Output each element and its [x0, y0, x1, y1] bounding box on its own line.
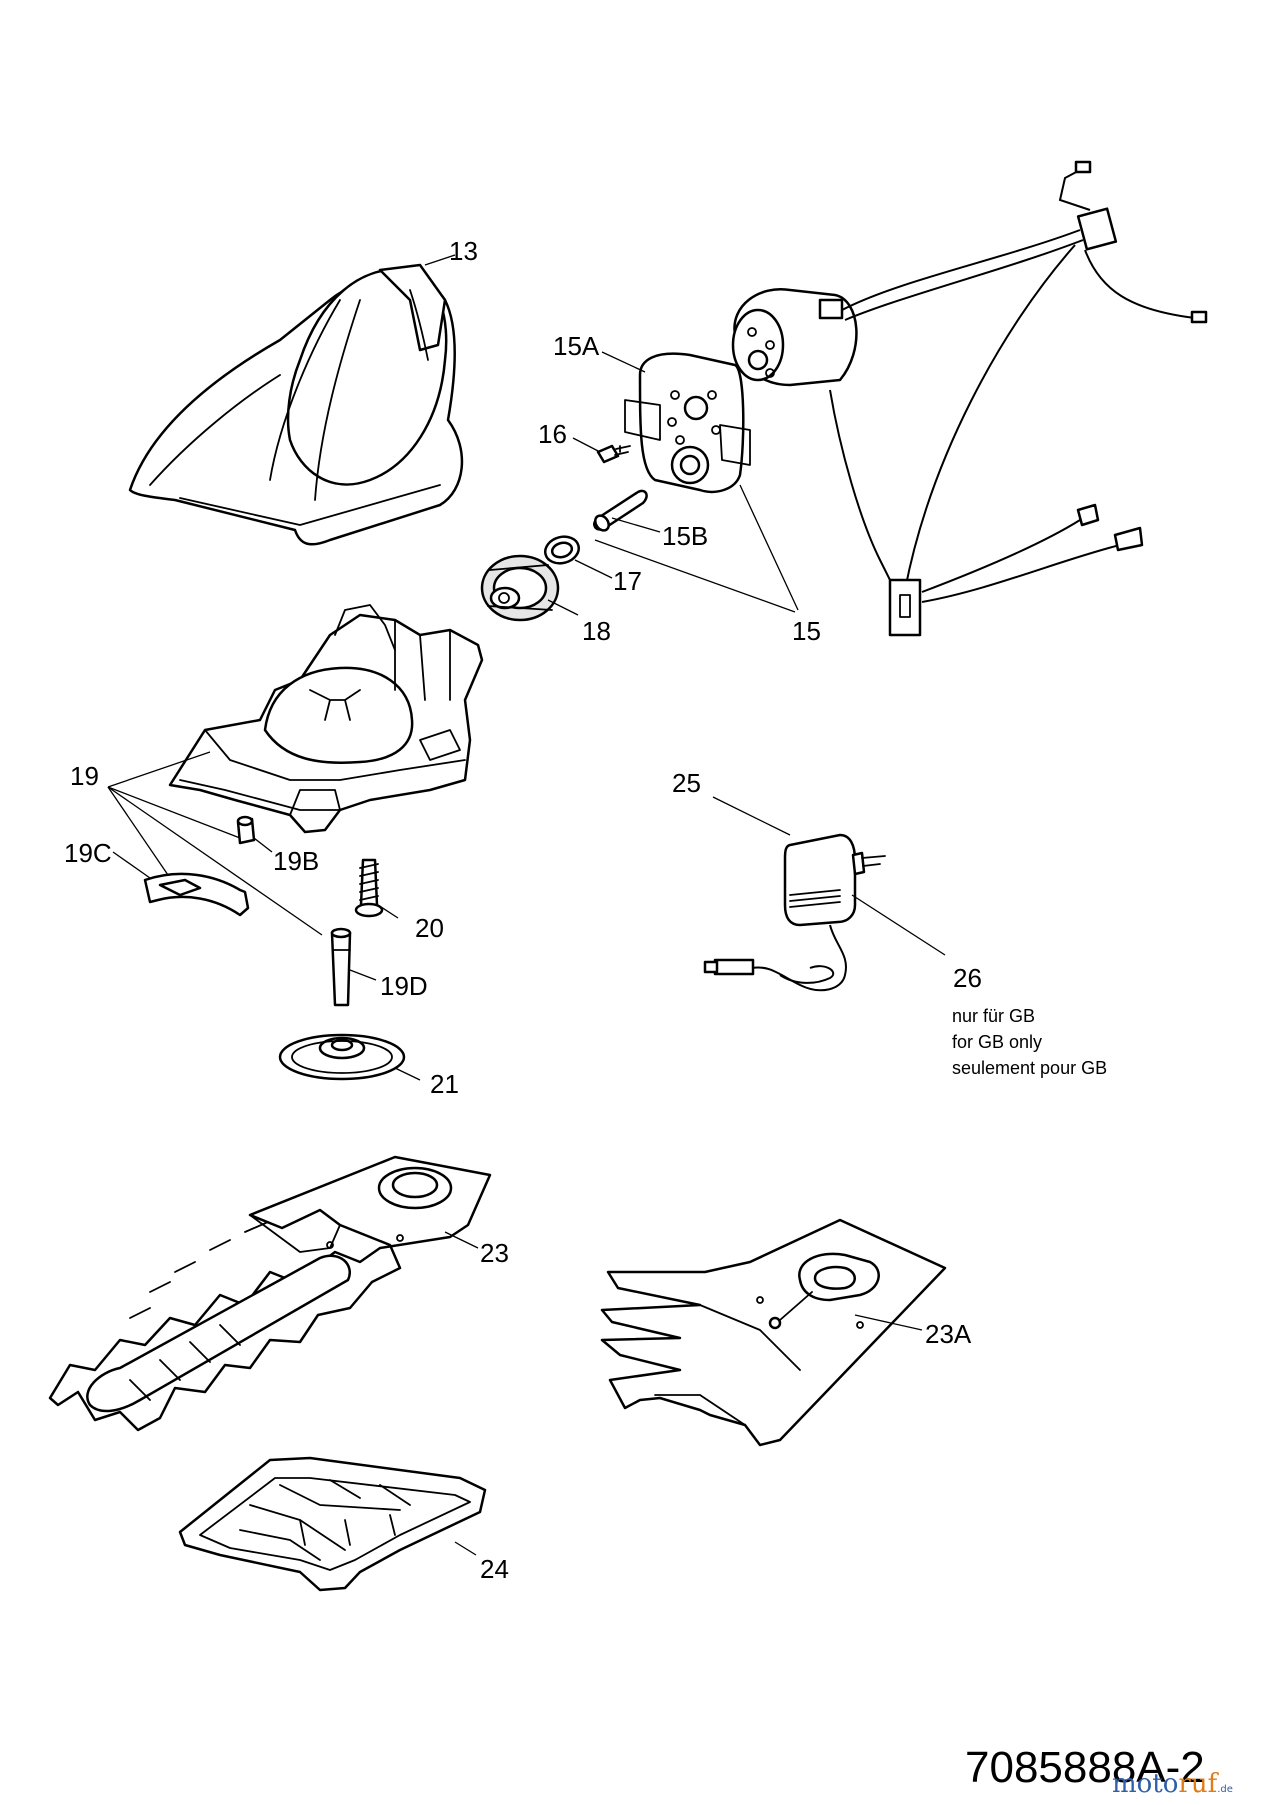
label-17: 17: [613, 566, 642, 596]
label-21: 21: [430, 1069, 459, 1099]
part-13-housing-cover: [128, 254, 464, 546]
part-15a-motor-plate: [601, 351, 751, 494]
label-15b: 15B: [662, 521, 708, 551]
part-19d-shaft: [330, 927, 377, 1007]
label-23: 23: [480, 1238, 509, 1268]
part-19b-pin: [236, 815, 273, 853]
note-line-2: for GB only: [952, 1032, 1042, 1052]
label-15: 15: [792, 616, 821, 646]
label-16: 16: [538, 419, 567, 449]
motor-with-wiring: [731, 160, 1208, 637]
watermark-logo: motoruf.de: [1112, 1769, 1233, 1799]
part-17-ring: [543, 535, 613, 579]
label-26: 26: [953, 963, 982, 993]
drawing-number: 7085888A-2: [965, 1743, 1205, 1792]
part-23-hedge-blade: [48, 1155, 492, 1432]
part-21-disc: [278, 1033, 421, 1081]
part-15-leaders: [594, 484, 799, 613]
part-19c-curved-cover: [112, 851, 250, 917]
note-line-1: nur für GB: [952, 1006, 1035, 1026]
part-20-screw: [354, 858, 399, 919]
label-24: 24: [480, 1554, 509, 1584]
label-25: 25: [672, 768, 701, 798]
part-19-main-housing: [107, 604, 484, 936]
part-23a-grass-blade: [600, 1218, 947, 1447]
callout-labels: 13 15A 16 15B 17 18 15 19 19C 19B 20 19D…: [64, 236, 982, 1584]
label-19d: 19D: [380, 971, 428, 1001]
part-18-gear: [480, 554, 579, 622]
label-15a: 15A: [553, 331, 600, 361]
label-13: 13: [449, 236, 478, 266]
part-15b-pin: [593, 489, 661, 533]
part-24-bottom-tray: [178, 1456, 487, 1592]
label-23a: 23A: [925, 1319, 972, 1349]
label-19c: 19C: [64, 838, 112, 868]
note-line-3: seulement pour GB: [952, 1058, 1107, 1078]
regional-note: nur für GB for GB only seulement pour GB: [952, 1006, 1107, 1078]
label-20: 20: [415, 913, 444, 943]
part-25-26-charger: [703, 796, 946, 992]
label-19b: 19B: [273, 846, 319, 876]
watermark-text: motoruf.de: [1112, 1769, 1233, 1799]
label-18: 18: [582, 616, 611, 646]
label-19: 19: [70, 761, 99, 791]
part-16-screw: [572, 437, 631, 464]
